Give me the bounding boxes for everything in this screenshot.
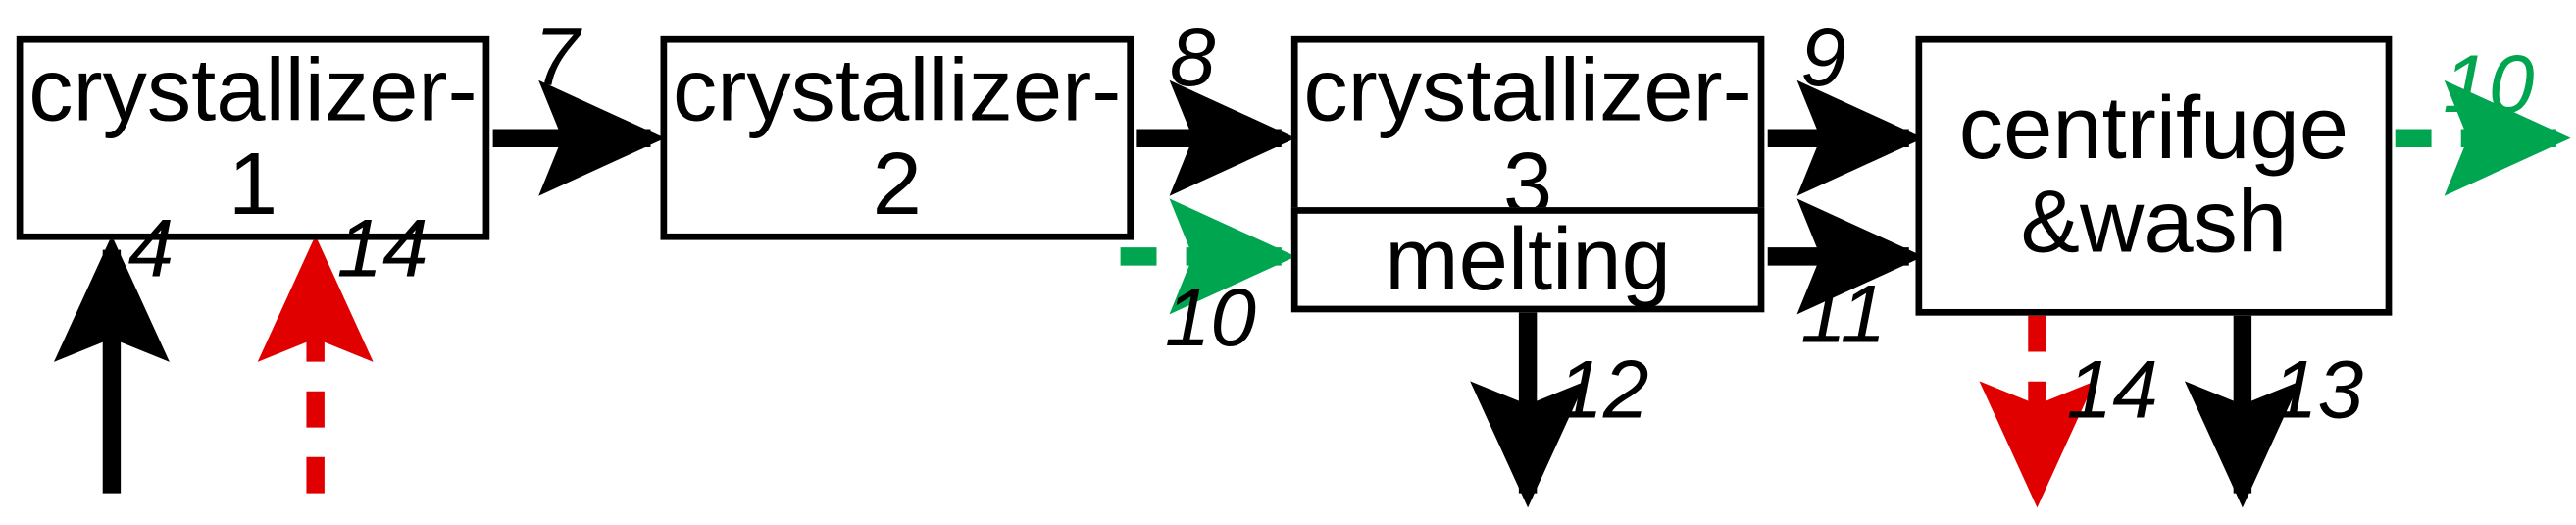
stream-label-11: 11	[1800, 268, 1887, 360]
unit-box-crystallizer-2[interactable]: crystallizer-2	[660, 35, 1135, 240]
stream-label-14-down: 14	[2066, 343, 2158, 436]
stream-label-8: 8	[1169, 11, 1216, 104]
unit-label-crystallizer-1: crystallizer-1	[28, 41, 478, 234]
unit-label-centrifuge-wash: centrifuge &wash	[1958, 79, 2349, 272]
stream-label-13: 13	[2272, 343, 2364, 436]
stream-label-9: 9	[1800, 11, 1846, 104]
stream-label-7: 7	[533, 11, 581, 104]
stream-label-14-up: 14	[336, 202, 429, 294]
unit-label-crystallizer-2: crystallizer-2	[673, 41, 1122, 234]
unit-label-crystallizer-3: crystallizer-3	[1303, 41, 1752, 234]
unit-label-melting: melting	[1385, 209, 1671, 309]
unit-box-crystallizer-1[interactable]: crystallizer-1	[16, 35, 490, 240]
stream-label-10-out: 10	[2443, 37, 2535, 131]
stream-label-12: 12	[1557, 343, 1649, 436]
stream-label-10-in: 10	[1164, 271, 1257, 364]
stream-label-4: 4	[127, 202, 175, 294]
unit-box-melting[interactable]: melting	[1290, 207, 1765, 313]
unit-box-centrifuge-wash[interactable]: centrifuge &wash	[1915, 35, 2393, 316]
